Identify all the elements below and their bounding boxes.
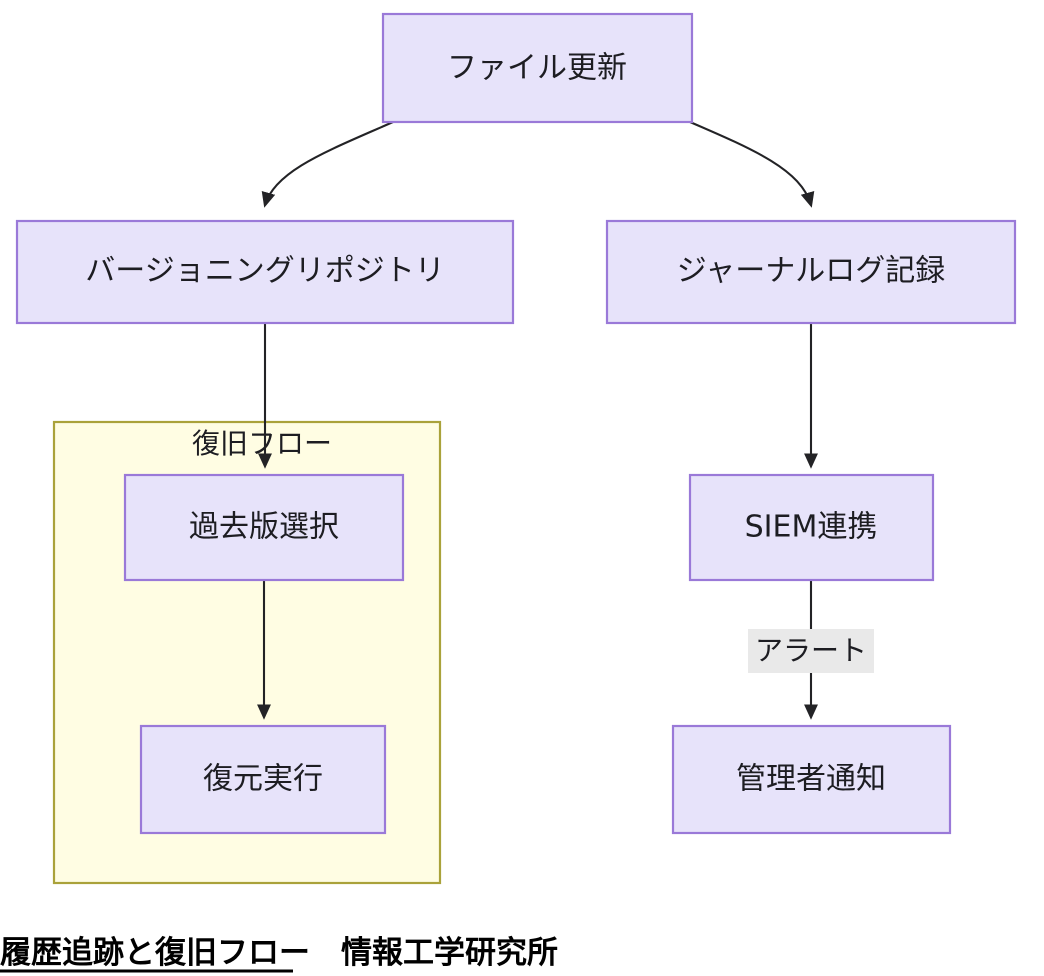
edge-file-update-to-journal-log bbox=[689, 121, 815, 208]
edge-label-alert-background bbox=[748, 629, 874, 673]
edge-group: アラート bbox=[257, 121, 874, 720]
edge-file-update-to-versioning-repo bbox=[261, 121, 394, 208]
node-select-old-version[interactable]: 過去版選択 bbox=[123, 473, 405, 582]
edge-label-alert-text: アラート bbox=[755, 634, 867, 667]
cluster-recovery-flow-label: 復旧フロー bbox=[192, 427, 332, 460]
node-file-update-label: ファイル更新 bbox=[447, 51, 627, 86]
node-versioning-repo[interactable]: バージョニングリポジトリ bbox=[15, 219, 515, 325]
node-siem-integration-box[interactable] bbox=[688, 473, 935, 582]
node-file-update-box[interactable] bbox=[381, 12, 694, 124]
node-siem-integration-label: SIEM連携 bbox=[745, 510, 878, 545]
node-journal-log-label: ジャーナルログ記録 bbox=[677, 254, 946, 289]
node-admin-notify-box[interactable] bbox=[671, 724, 952, 835]
node-siem-integration[interactable]: SIEM連携 bbox=[688, 473, 935, 582]
node-admin-notify-label: 管理者通知 bbox=[736, 762, 886, 797]
node-select-old-version-box[interactable] bbox=[123, 473, 405, 582]
node-execute-restore-box[interactable] bbox=[139, 724, 387, 835]
node-select-old-version-label: 過去版選択 bbox=[189, 510, 339, 545]
node-journal-log[interactable]: ジャーナルログ記録 bbox=[605, 219, 1017, 325]
edge-label-alert: アラート bbox=[748, 629, 874, 673]
diagram-caption-text: 履歴追跡と復旧フロー 情報工学研究所 bbox=[0, 935, 558, 971]
node-journal-log-box[interactable] bbox=[605, 219, 1017, 325]
node-file-update[interactable]: ファイル更新 bbox=[381, 12, 694, 124]
node-group: ファイル更新 バージョニングリポジトリ ジャーナルログ記録 過去版選択 復元実行 bbox=[15, 12, 1017, 835]
diagram-caption: 履歴追跡と復旧フロー 情報工学研究所 bbox=[0, 935, 558, 973]
node-versioning-repo-box[interactable] bbox=[15, 219, 515, 325]
node-execute-restore[interactable]: 復元実行 bbox=[139, 724, 387, 835]
node-versioning-repo-label: バージョニングリポジトリ bbox=[85, 254, 444, 289]
node-admin-notify[interactable]: 管理者通知 bbox=[671, 724, 952, 835]
node-execute-restore-label: 復元実行 bbox=[203, 762, 323, 797]
